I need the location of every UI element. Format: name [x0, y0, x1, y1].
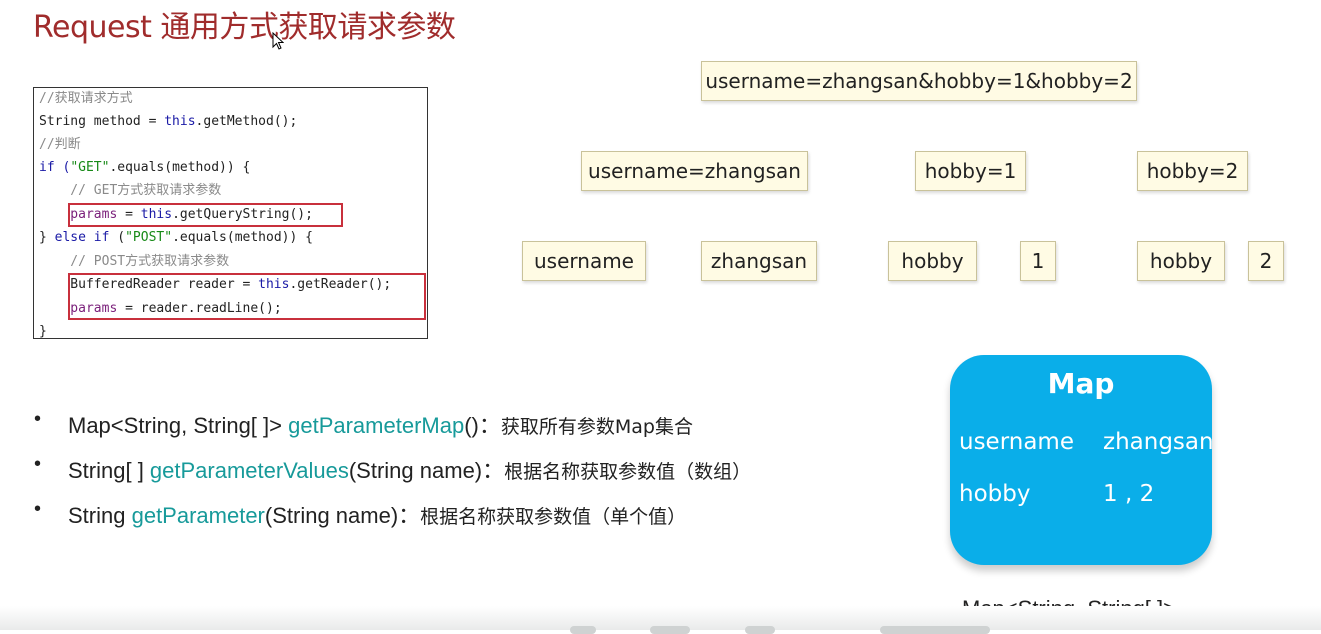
param-pair-box: hobby=2	[1137, 151, 1248, 191]
map-card: Map username zhangsan hobby 1 , 2	[950, 355, 1214, 565]
code-snippet: //获取请求方式 String method = this.getMethod(…	[33, 87, 428, 339]
code-line: if ("GET".equals(method)) {	[39, 160, 251, 175]
param-pair-box: hobby=1	[915, 151, 1026, 191]
mouse-cursor-icon	[272, 32, 284, 50]
code-comment: //判断	[39, 137, 81, 152]
toolbar-icon	[880, 626, 990, 634]
param-key-box: username	[522, 241, 646, 281]
param-value-box: zhangsan	[701, 241, 817, 281]
bullet-icon: •	[34, 408, 42, 430]
param-key-box: hobby	[888, 241, 977, 281]
code-line: }	[39, 324, 47, 339]
method-name: getParameterValues	[149, 458, 349, 483]
method-name: getParameter	[131, 503, 265, 528]
map-value: 1 , 2	[1103, 481, 1155, 507]
param-value-box: 1	[1020, 241, 1056, 281]
bullet-icon: •	[34, 498, 42, 520]
map-key: hobby	[959, 481, 1031, 507]
param-pair-box: username=zhangsan	[581, 151, 808, 191]
highlight-post-block	[68, 273, 426, 320]
param-key-box: hobby	[1137, 241, 1225, 281]
map-value: zhangsan	[1103, 429, 1214, 455]
method-name: getParameterMap	[288, 413, 465, 438]
code-line: BufferedReader reader = this.getReader()…	[39, 277, 392, 292]
param-string-box: username=zhangsan&hobby=1&hobby=2	[701, 61, 1137, 101]
slide-title: Request 通用方式获取请求参数	[33, 10, 456, 45]
code-line: String method = this.getMethod();	[39, 114, 298, 129]
map-key: username	[959, 429, 1074, 455]
toolbar-icon	[745, 626, 775, 634]
map-title: Map	[1047, 367, 1115, 400]
code-comment: // GET方式获取请求参数	[39, 183, 222, 198]
code-comment: // POST方式获取请求参数	[39, 254, 230, 269]
param-value-box: 2	[1248, 241, 1284, 281]
code-line: params = this.getQueryString();	[39, 207, 313, 222]
code-line: } else if ("POST".equals(method)) {	[39, 230, 313, 245]
bullet-icon: •	[34, 453, 42, 475]
toolbar-icon	[650, 626, 690, 634]
highlight-get-block	[68, 203, 343, 227]
code-line: params = reader.readLine();	[39, 301, 282, 316]
code-comment: //获取请求方式	[39, 91, 133, 106]
toolbar-icon	[570, 626, 596, 634]
